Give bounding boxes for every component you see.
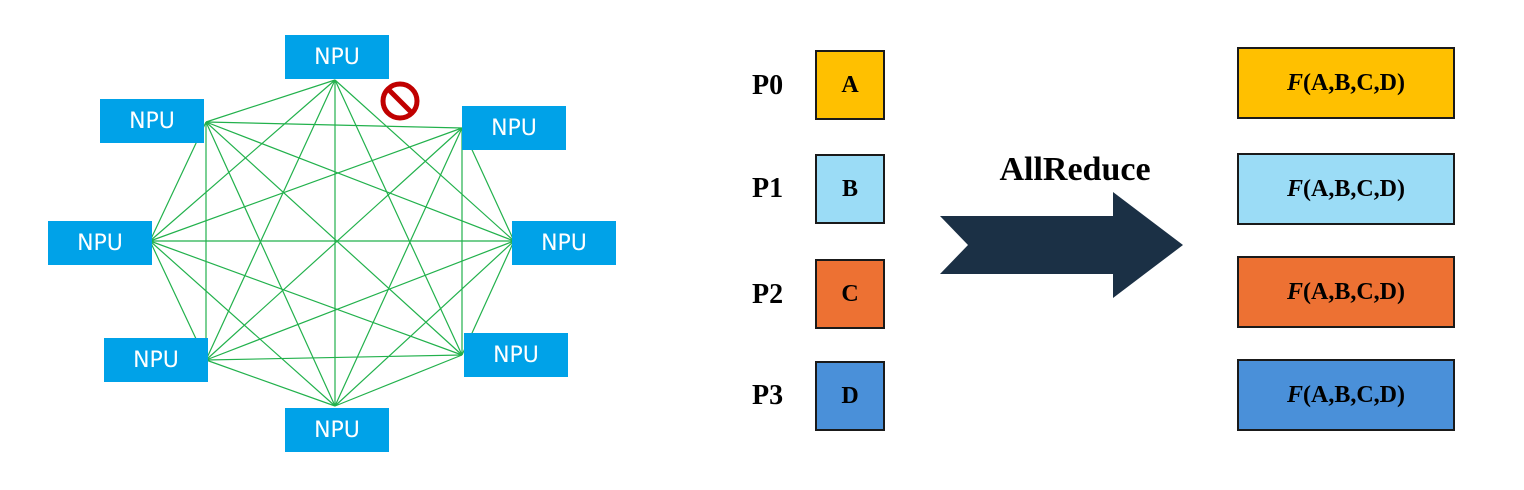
mesh-link xyxy=(205,240,515,361)
mesh-link xyxy=(205,354,463,361)
process-label-p2: P2 xyxy=(752,279,784,310)
output-buffer-p3: F(A,B,C,D) xyxy=(1237,359,1455,431)
mesh-link xyxy=(334,240,515,407)
input-buffer-p0: A xyxy=(815,50,885,120)
mesh-link xyxy=(205,121,336,407)
mesh-link xyxy=(205,359,336,407)
reduce-function-name: F xyxy=(1286,381,1303,408)
process-label-p3: P3 xyxy=(752,380,784,411)
mesh-link xyxy=(205,121,463,356)
output-buffer-p0: F(A,B,C,D) xyxy=(1237,47,1455,119)
reduce-function-args: (A,B,C,D) xyxy=(1303,69,1405,96)
reduce-function-args: (A,B,C,D) xyxy=(1303,381,1405,408)
output-buffer-p2: F(A,B,C,D) xyxy=(1237,256,1455,328)
reduce-function-args: (A,B,C,D) xyxy=(1303,278,1405,305)
reduce-function-args: (A,B,C,D) xyxy=(1303,175,1405,202)
npu-node-top-left: NPU xyxy=(100,99,204,143)
mesh-link xyxy=(149,240,336,407)
mesh-link xyxy=(205,121,515,242)
mesh-link xyxy=(149,127,463,242)
mesh-link xyxy=(205,79,336,123)
mesh-link xyxy=(205,127,463,361)
mesh-link xyxy=(334,79,515,242)
npu-node-right: NPU xyxy=(512,221,616,265)
output-buffer-p1: F(A,B,C,D) xyxy=(1237,153,1455,225)
input-buffer-p2: C xyxy=(815,259,885,329)
npu-node-bottom-left: NPU xyxy=(104,338,208,382)
mesh-link xyxy=(334,354,463,407)
npu-node-left: NPU xyxy=(48,221,152,265)
npu-node-bottom: NPU xyxy=(285,408,389,452)
input-buffer-p1: B xyxy=(815,154,885,224)
npu-node-top-right: NPU xyxy=(462,106,566,150)
mesh-link xyxy=(334,127,463,407)
operation-title: AllReduce xyxy=(999,151,1151,188)
reduce-function-name: F xyxy=(1286,175,1303,202)
process-label-p0: P0 xyxy=(752,70,784,101)
process-label-p1: P1 xyxy=(752,173,784,204)
reduce-function-name: F xyxy=(1286,278,1303,305)
right-arrow-icon xyxy=(940,192,1183,298)
mesh-link xyxy=(149,240,463,356)
input-buffer-p3: D xyxy=(815,361,885,431)
prohibited-icon xyxy=(380,81,420,121)
npu-node-bottom-right: NPU xyxy=(464,333,568,377)
reduce-function-name: F xyxy=(1286,69,1303,96)
mesh-link xyxy=(149,79,336,242)
npu-node-top: NPU xyxy=(285,35,389,79)
mesh-link xyxy=(205,121,463,129)
mesh-link xyxy=(205,79,336,361)
